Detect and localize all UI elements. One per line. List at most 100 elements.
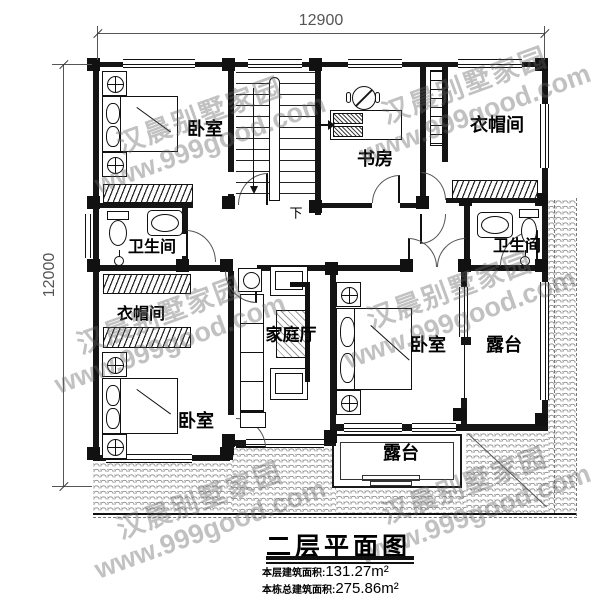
column <box>220 259 233 272</box>
desk-hatch <box>333 126 363 137</box>
window-terrace-east-rail <box>540 282 549 400</box>
armchair <box>270 368 308 400</box>
total-area-value: 275.86m² <box>335 580 399 597</box>
lamp-symbol <box>341 287 358 304</box>
roof-edge-line <box>93 513 576 515</box>
stair-handrail <box>269 77 280 201</box>
blanket-fold <box>136 389 171 415</box>
floor-area-line: 本层建筑面积:131.27m² <box>262 563 389 581</box>
desk-chair-arm <box>346 92 351 103</box>
column <box>220 447 233 460</box>
pillow <box>340 353 355 383</box>
dim-ext-left-bottom <box>52 486 92 487</box>
wall-bath-west-south <box>93 265 233 271</box>
room-label-bedroom-sw: 卧室 <box>178 411 214 431</box>
window-bottom-bedroom-sw <box>106 454 192 463</box>
door-arc-double-left <box>408 238 437 267</box>
desk-chair-arm <box>375 92 380 103</box>
pillow <box>340 317 355 347</box>
dim-line-top <box>97 33 545 34</box>
dim-line-left <box>63 64 64 487</box>
pillow <box>106 103 120 124</box>
column <box>87 58 100 71</box>
wall-bath-east-south <box>466 265 542 271</box>
window-top-cloakroom-ne <box>458 59 522 68</box>
ceiling-lamp-symbol <box>114 250 124 266</box>
plant-symbol <box>243 272 260 289</box>
window-bottom-bedroom-s-a <box>344 423 402 432</box>
closet-cloakroom-ne <box>452 180 538 199</box>
toilet-tank <box>107 211 129 220</box>
wall-stair-east <box>315 62 321 215</box>
roof-tiles-east-band <box>548 198 576 513</box>
terrace-south-parapet-inner <box>340 442 454 480</box>
column <box>222 196 235 209</box>
sink <box>147 210 183 236</box>
door-arc-bathroom-west <box>186 230 216 262</box>
wall-bedroom-s-terrace-a <box>461 271 467 287</box>
terrace-south-step-1 <box>362 475 420 481</box>
wall-corridor-north-b <box>400 203 425 208</box>
bed-bedroom-s <box>336 308 412 390</box>
room-label-study: 书房 <box>357 149 393 169</box>
wall-corridor-south <box>336 265 408 271</box>
shelf-vestibule <box>430 70 444 146</box>
column <box>87 196 100 209</box>
dim-label-left: 12000 <box>41 252 58 298</box>
closet-cloakroom-sw-top <box>103 274 191 294</box>
window-left-bath <box>85 214 94 258</box>
column <box>222 58 235 71</box>
sofa-armrest <box>240 412 266 428</box>
lamp-symbol <box>341 395 358 412</box>
wall-study-east <box>420 62 426 202</box>
window-top-study <box>348 59 402 68</box>
column <box>309 200 322 213</box>
total-area-line: 本栋总建筑面积:275.86m² <box>262 580 399 598</box>
room-label-bathroom-e: 卫生间 <box>492 238 542 255</box>
armchair <box>270 266 308 296</box>
bed-bedroom-sw <box>102 378 178 434</box>
closet-bedroom-nw <box>103 184 193 203</box>
column <box>453 408 466 421</box>
wall-corridor-north-a <box>315 203 372 208</box>
dim-ext-top-left <box>97 26 98 60</box>
wall-stair-west-upper <box>228 62 234 172</box>
room-label-family-hall: 家庭厅 <box>265 325 317 345</box>
column <box>325 262 338 275</box>
room-label-cloakroom-ne: 衣帽间 <box>470 115 524 135</box>
roof-overhang-dashed-bottom <box>93 517 577 519</box>
roof-valley-dashed-east <box>554 200 555 513</box>
wall-bath-east-west <box>464 198 470 271</box>
tv-wall-line-h <box>290 282 308 287</box>
column <box>535 58 548 71</box>
door-arc-vestibule-south <box>420 214 446 244</box>
desk-hatch <box>333 113 363 124</box>
room-label-bedroom-nw: 卧室 <box>187 119 223 139</box>
dim-ext-top-right <box>544 26 545 60</box>
pillow <box>106 408 120 429</box>
room-label-terrace-s: 露台 <box>383 443 419 463</box>
toilet-tank <box>519 209 539 218</box>
tv-wall-line-v <box>305 282 310 382</box>
lamp-symbol <box>107 439 124 456</box>
toilet-bowl <box>109 220 127 246</box>
wall-bath-west-east-a <box>182 208 188 234</box>
toilet-bowl <box>521 218 537 244</box>
pillow <box>106 385 120 406</box>
bed-bedroom-nw <box>102 96 178 152</box>
window-bedroom-s-terrace <box>459 287 468 337</box>
wall-bedroom-s-terrace-b <box>461 337 471 345</box>
column <box>535 259 548 272</box>
lamp-symbol <box>107 76 124 93</box>
pillow <box>106 126 120 147</box>
dim-ext-left-top <box>52 64 92 65</box>
wall-cloakroom-ne-west <box>442 62 448 162</box>
stair-down-label: 下 <box>289 205 303 221</box>
roof-tiles-southwest <box>93 461 232 513</box>
column <box>176 259 189 272</box>
title-underline-thin <box>266 562 414 564</box>
column <box>87 447 100 460</box>
window-top-stairs <box>248 59 302 68</box>
sink <box>477 212 513 238</box>
